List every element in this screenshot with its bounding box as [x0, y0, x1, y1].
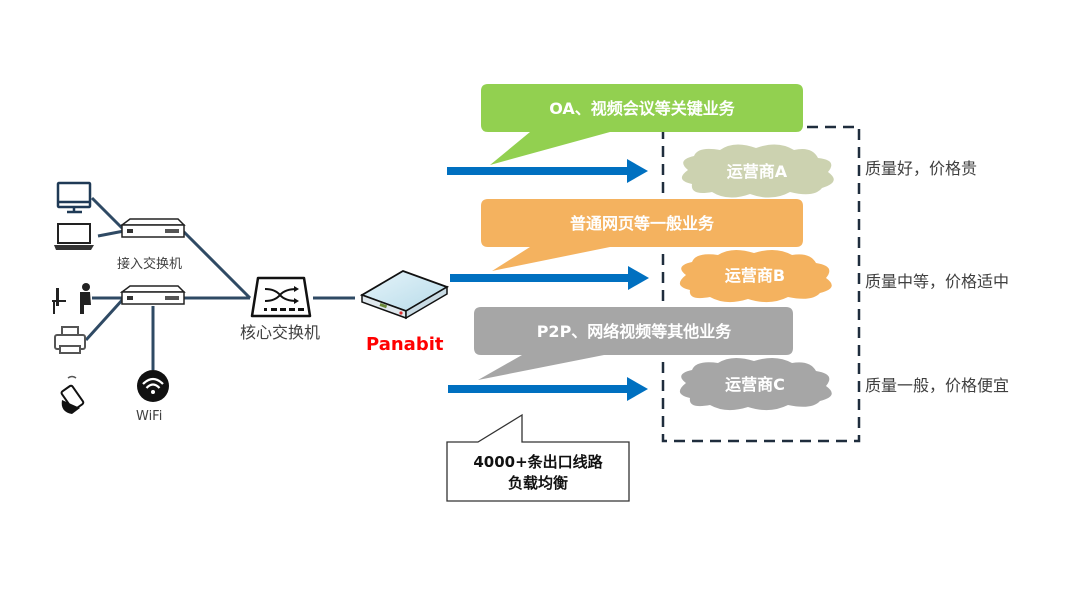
callout-line-1: 4000+条出口线路 [473, 453, 603, 471]
access-switch-label: 接入交换机 [117, 256, 182, 272]
panabit-device-icon [359, 270, 450, 320]
carrier-cloud-a: 运营商A [681, 144, 834, 198]
traffic-arrow [447, 159, 648, 183]
desktop-monitor-icon [56, 181, 92, 214]
carrier-note: 质量中等，价格适中 [865, 272, 1009, 291]
laptop-icon [54, 223, 94, 250]
carrier-label: 运营商B [725, 266, 785, 285]
office-worker-icon [52, 283, 91, 314]
traffic-arrow [448, 377, 648, 401]
service-callout-general: 普通网页等一般业务 [481, 199, 803, 271]
access-switch-icon [119, 285, 186, 305]
carrier-label: 运营商C [725, 375, 785, 394]
service-label: P2P、网络视频等其他业务 [537, 322, 733, 341]
carrier-note: 质量一般，价格便宜 [865, 376, 1009, 395]
printer-icon [54, 326, 86, 354]
service-label: OA、视频会议等关键业务 [549, 99, 736, 118]
load-balance-callout: 4000+条出口线路 负载均衡 [446, 413, 630, 502]
wifi-label: WiFi [136, 409, 162, 424]
callout-line-2: 负载均衡 [508, 474, 568, 492]
service-callout-critical: OA、视频会议等关键业务 [481, 84, 803, 165]
core-switch-label: 核心交换机 [240, 323, 320, 342]
mobile-phone-icon [60, 375, 85, 414]
carrier-note: 质量好，价格贵 [865, 159, 977, 178]
service-callout-other: P2P、网络视频等其他业务 [474, 307, 793, 380]
traffic-arrow [450, 266, 649, 290]
carrier-cloud-c: 运营商C [679, 357, 832, 411]
wifi-icon [137, 370, 169, 402]
carrier-cloud-b: 运营商B [679, 249, 832, 303]
service-label: 普通网页等一般业务 [570, 214, 715, 233]
network-links [84, 196, 355, 370]
panabit-label: Panabit [366, 334, 444, 355]
carrier-label: 运营商A [727, 162, 788, 181]
core-switch-icon [250, 276, 312, 318]
access-switch-icon [119, 218, 186, 238]
